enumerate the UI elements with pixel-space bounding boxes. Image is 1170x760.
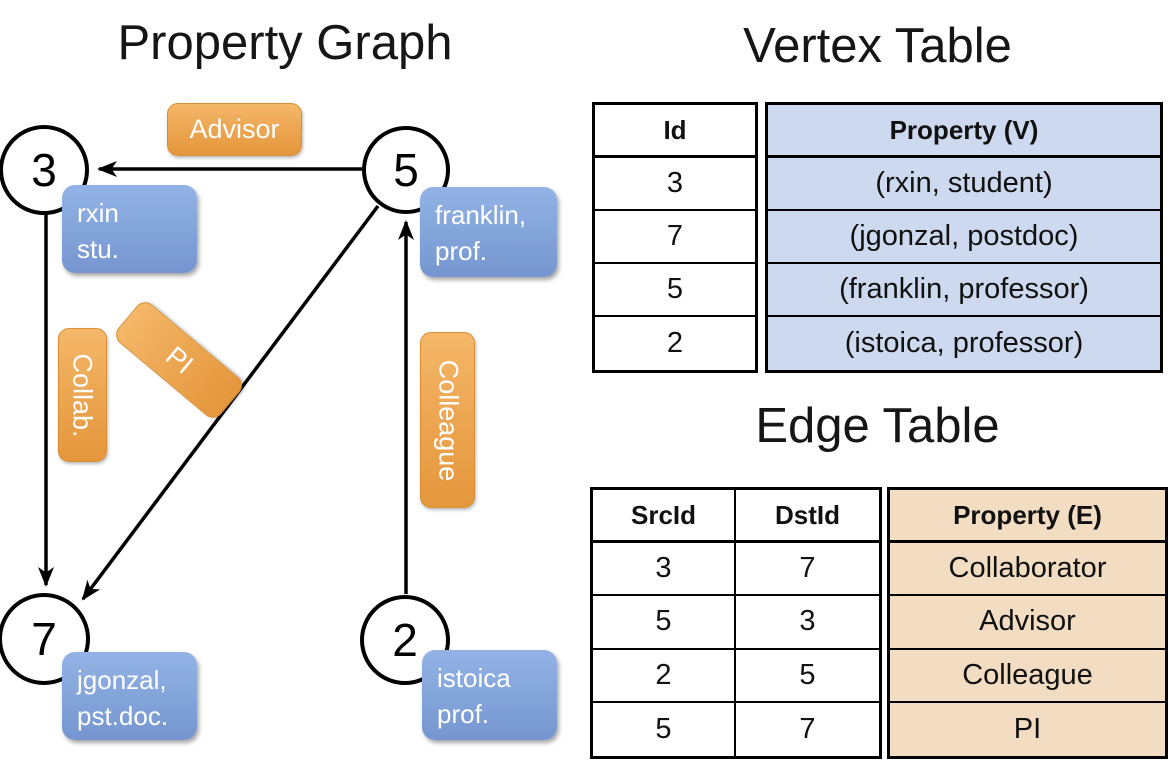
edge-src-header: SrcId <box>593 490 736 541</box>
node-property-line: pst.doc. <box>77 701 169 732</box>
edge-label-text: Collab. <box>68 352 99 438</box>
edge-dst-cell: 3 <box>799 605 816 638</box>
table-row: 3 <box>595 158 755 211</box>
vertex-table-id-column: Id 3 7 5 2 <box>592 102 758 373</box>
vertex-property-cell: (istoica, professor) <box>844 327 1084 359</box>
edge-label-colleague: Colleague <box>420 332 475 508</box>
edge-property-cell: PI <box>1013 712 1042 745</box>
node-property-box-7: jgonzal, pst.doc. <box>62 652 197 740</box>
vertex-id-header: Id <box>663 114 687 145</box>
table-row: PI <box>890 703 1165 756</box>
node-property-line: rxin <box>77 198 119 228</box>
vertex-property-cell: (jgonzal, postdoc) <box>849 220 1079 252</box>
edge-table-property-column: Property (E) Collaborator Advisor Collea… <box>887 487 1168 759</box>
node-property-line: stu. <box>77 234 119 265</box>
table-row: Collaborator <box>890 543 1165 597</box>
table-row: 5 <box>595 264 755 317</box>
node-property-box-2: istoica prof. <box>422 650 557 740</box>
table-row: 5 3 <box>593 596 879 650</box>
table-row: 2 5 <box>593 649 879 703</box>
edge-table-title: Edge Table <box>755 399 1000 453</box>
edge-property-header: Property (E) <box>953 499 1102 530</box>
edge-src-cell: 5 <box>593 596 736 648</box>
table-row: 5 7 <box>593 702 879 756</box>
table-row: Advisor <box>890 596 1165 650</box>
node-id: 5 <box>393 144 419 196</box>
node-id: 7 <box>31 613 57 665</box>
node-property-line: franklin, <box>435 200 527 230</box>
vertex-property-header: Property (V) <box>889 114 1039 145</box>
table-row: (jgonzal, postdoc) <box>768 211 1160 264</box>
table-row: Colleague <box>890 650 1165 703</box>
node-property-box-3: rxin stu. <box>62 185 197 273</box>
table-row: 7 <box>595 211 755 264</box>
table-row: 2 <box>595 317 755 370</box>
node-id: 3 <box>31 144 57 196</box>
vertex-property-cell: (rxin, student) <box>875 167 1053 199</box>
node-property-box-5: franklin, prof. <box>420 187 557 277</box>
edge-label-pi: PI <box>111 297 247 423</box>
node-property-line: istoica <box>437 663 511 693</box>
edge-property-cell: Collaborator <box>948 552 1107 585</box>
graph-title: Property Graph <box>117 16 453 70</box>
table-row: Property (E) <box>890 490 1165 544</box>
edge-dst-cell: 7 <box>799 712 816 745</box>
edge-label-text: Advisor <box>189 114 280 144</box>
table-row: Property (V) <box>768 105 1160 158</box>
vertex-id-cell: 3 <box>666 167 684 199</box>
node-property-line: prof. <box>435 236 488 267</box>
vertex-id-cell: 5 <box>666 273 684 305</box>
node-circle-5: 5 <box>362 126 450 214</box>
edge-property-cell: Advisor <box>979 605 1076 638</box>
vertex-table-title: Vertex Table <box>743 19 1012 73</box>
edge-label-advisor: Advisor <box>167 103 302 156</box>
vertex-table-property-column: Property (V) (rxin, student) (jgonzal, p… <box>765 102 1163 373</box>
edge-dst-cell: 5 <box>799 658 816 691</box>
edge-src-cell: 3 <box>593 543 736 595</box>
vertex-id-cell: 2 <box>666 327 684 359</box>
edge-dst-cell: 7 <box>799 552 816 585</box>
table-row: 3 7 <box>593 543 879 597</box>
table-row: SrcId DstId <box>593 490 879 544</box>
vertex-property-cell: (franklin, professor) <box>839 273 1089 305</box>
table-row: (istoica, professor) <box>768 317 1160 370</box>
edge-property-cell: Colleague <box>962 658 1093 691</box>
node-property-line: prof. <box>437 699 490 730</box>
table-row: Id <box>595 105 755 158</box>
edge-src-cell: 2 <box>593 649 736 701</box>
vertex-id-cell: 7 <box>666 220 684 252</box>
table-row: (franklin, professor) <box>768 264 1160 317</box>
edge-dst-header: DstId <box>775 499 840 530</box>
edge-label-text: PI <box>159 339 199 380</box>
edge-label-collab: Collab. <box>58 328 107 462</box>
table-row: (rxin, student) <box>768 158 1160 211</box>
node-circle-3: 3 <box>0 125 89 215</box>
edge-src-cell: 5 <box>593 702 736 756</box>
node-id: 2 <box>392 614 418 666</box>
node-property-line: jgonzal, <box>77 665 167 695</box>
edge-table-id-columns: SrcId DstId 3 7 5 3 2 5 5 7 <box>590 487 882 759</box>
edge-label-text: Colleague <box>433 359 463 481</box>
